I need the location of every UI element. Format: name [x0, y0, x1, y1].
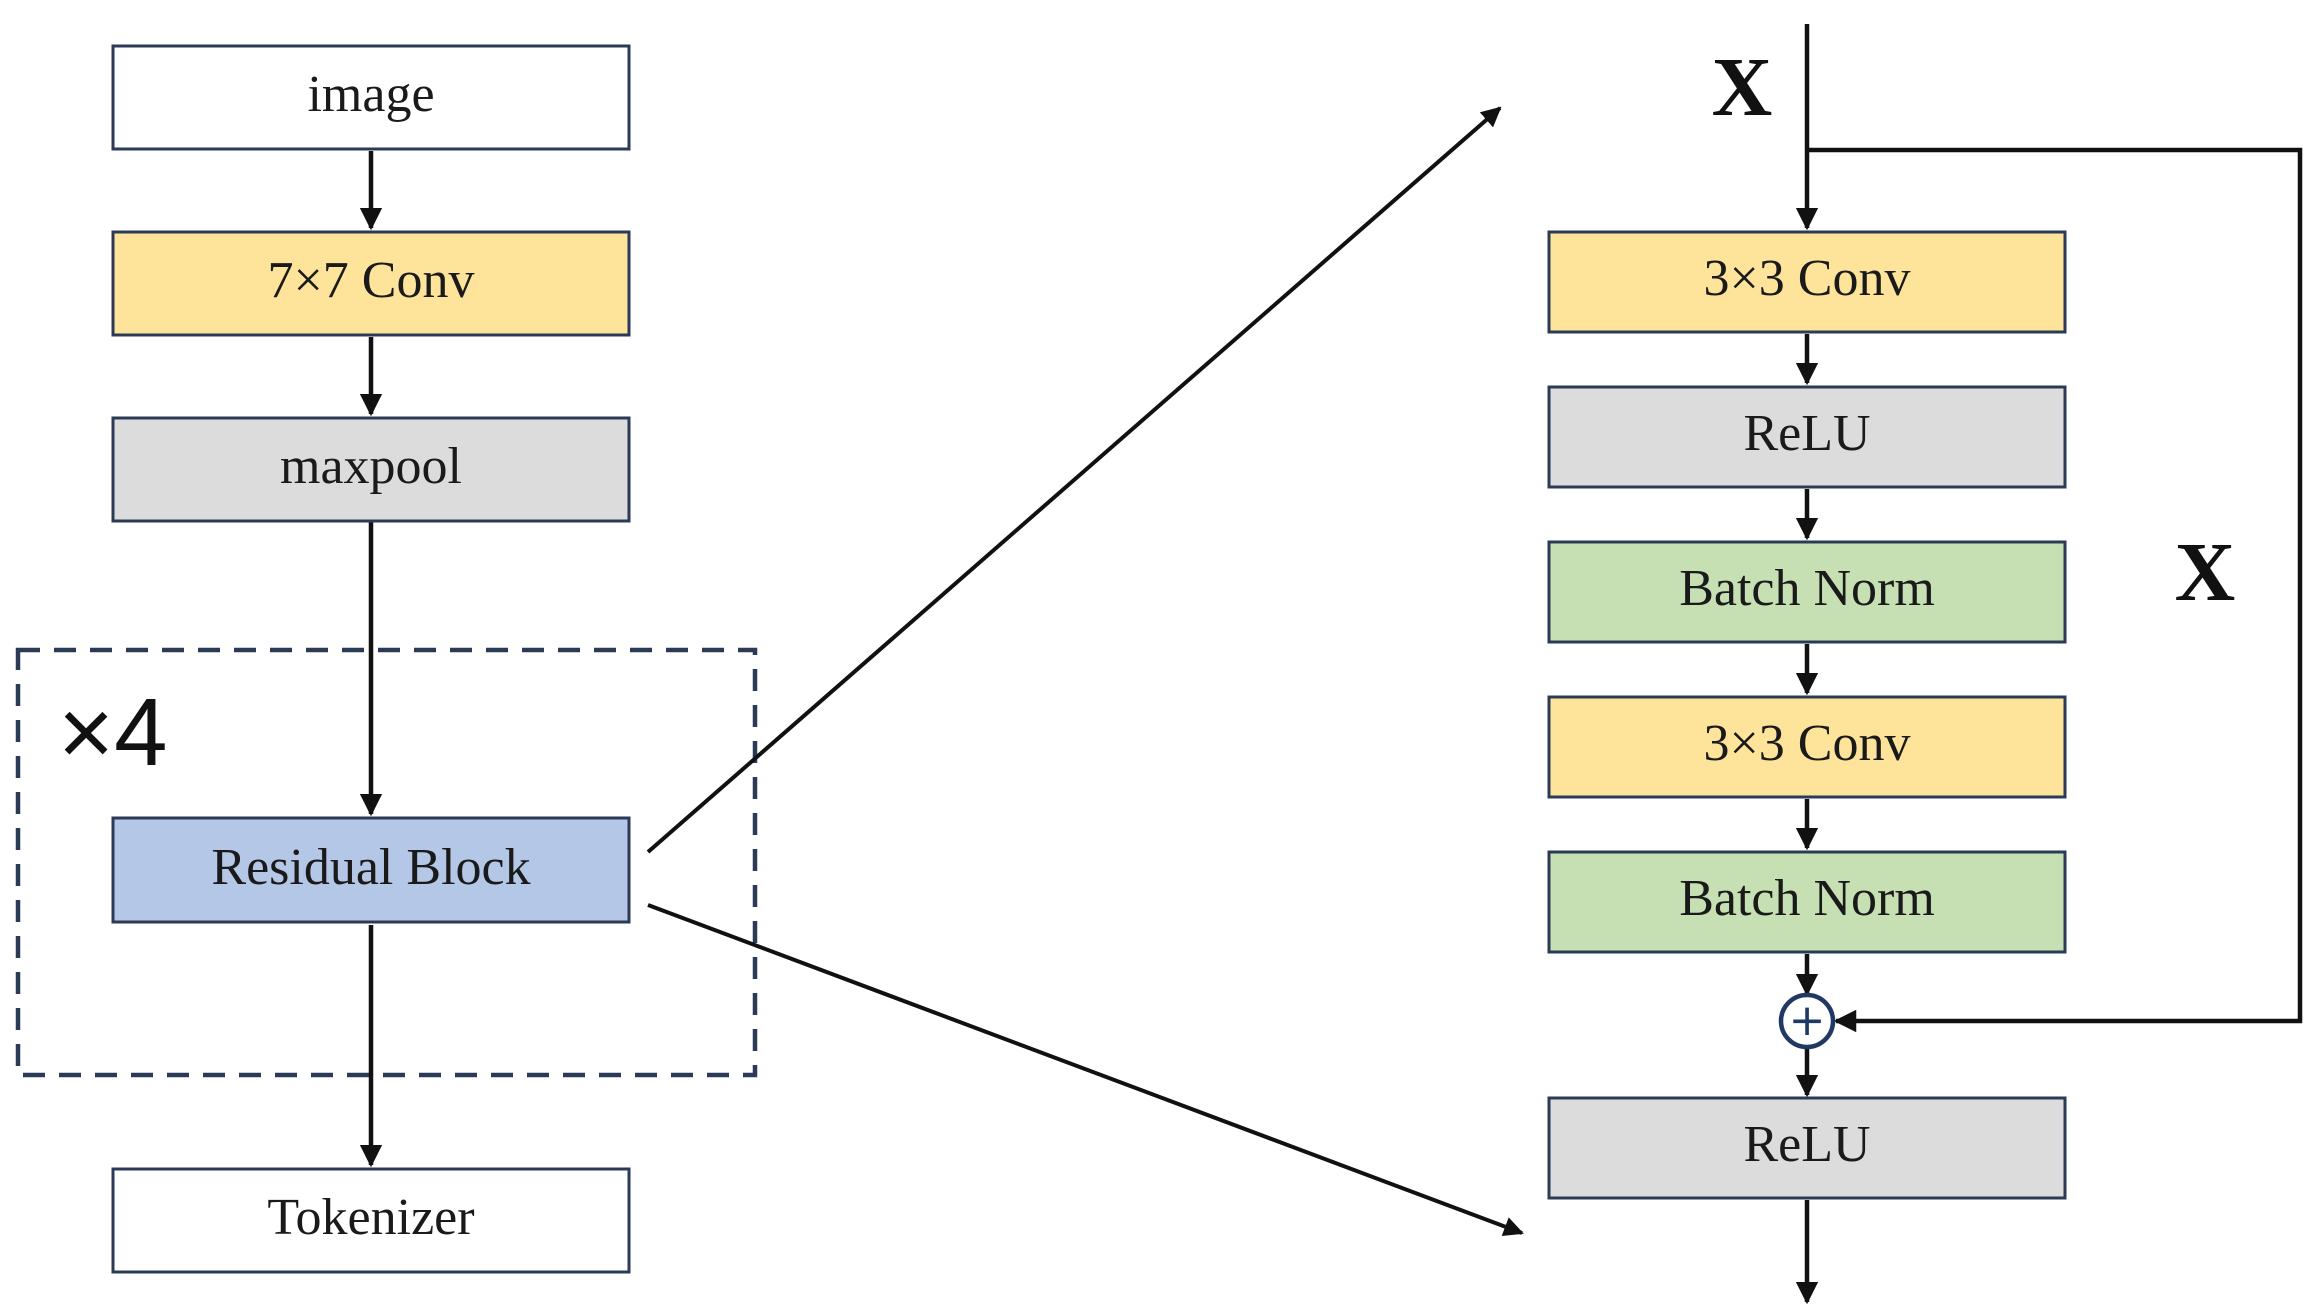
skip-connection: [1807, 147, 2303, 1033]
box-residual-block: Residual Block: [111, 816, 631, 924]
box-relu-1: ReLU: [1547, 385, 2067, 489]
box-maxpool: maxpool: [111, 416, 631, 523]
zoom-line-bottom: [647, 903, 1524, 1237]
box-relu-1-label: ReLU: [1743, 405, 1870, 462]
input-x-label: X: [1712, 41, 1773, 134]
zoom-line-top: [646, 106, 1502, 854]
box-batch-norm-1-label: Batch Norm: [1679, 560, 1935, 617]
adder-node: +: [1778, 992, 1836, 1050]
box-conv7: 7×7 Conv: [111, 230, 631, 337]
box-relu-2-label: ReLU: [1743, 1116, 1870, 1173]
left-column: ×4 image 7×7 Conv maxpool Residual Block…: [15, 44, 758, 1274]
skip-x-label: X: [2175, 526, 2236, 619]
box-batch-norm-1: Batch Norm: [1547, 540, 2067, 644]
right-column: X X 3×3 Conv ReLU Batch Norm 3×3 Conv: [1547, 24, 2303, 1305]
box-conv3x3-a-label: 3×3 Conv: [1703, 250, 1910, 307]
adder-symbol: +: [1789, 995, 1826, 1046]
box-conv3x3-a: 3×3 Conv: [1547, 230, 2067, 334]
box-relu-2: ReLU: [1547, 1096, 2067, 1200]
box-image-label: image: [307, 66, 434, 123]
repeat-count-label: ×4: [58, 679, 167, 786]
box-residual-block-label: Residual Block: [211, 839, 530, 896]
box-batch-norm-2: Batch Norm: [1547, 850, 2067, 954]
box-conv3x3-b-label: 3×3 Conv: [1703, 715, 1910, 772]
box-tokenizer: Tokenizer: [111, 1167, 631, 1274]
box-tokenizer-label: Tokenizer: [267, 1189, 474, 1246]
box-image: image: [111, 44, 631, 151]
box-batch-norm-2-label: Batch Norm: [1679, 870, 1935, 927]
repeat-group-outline: [15, 647, 758, 1078]
box-conv3x3-b: 3×3 Conv: [1547, 695, 2067, 799]
box-conv7-label: 7×7 Conv: [267, 252, 474, 309]
box-maxpool-label: maxpool: [280, 438, 462, 495]
